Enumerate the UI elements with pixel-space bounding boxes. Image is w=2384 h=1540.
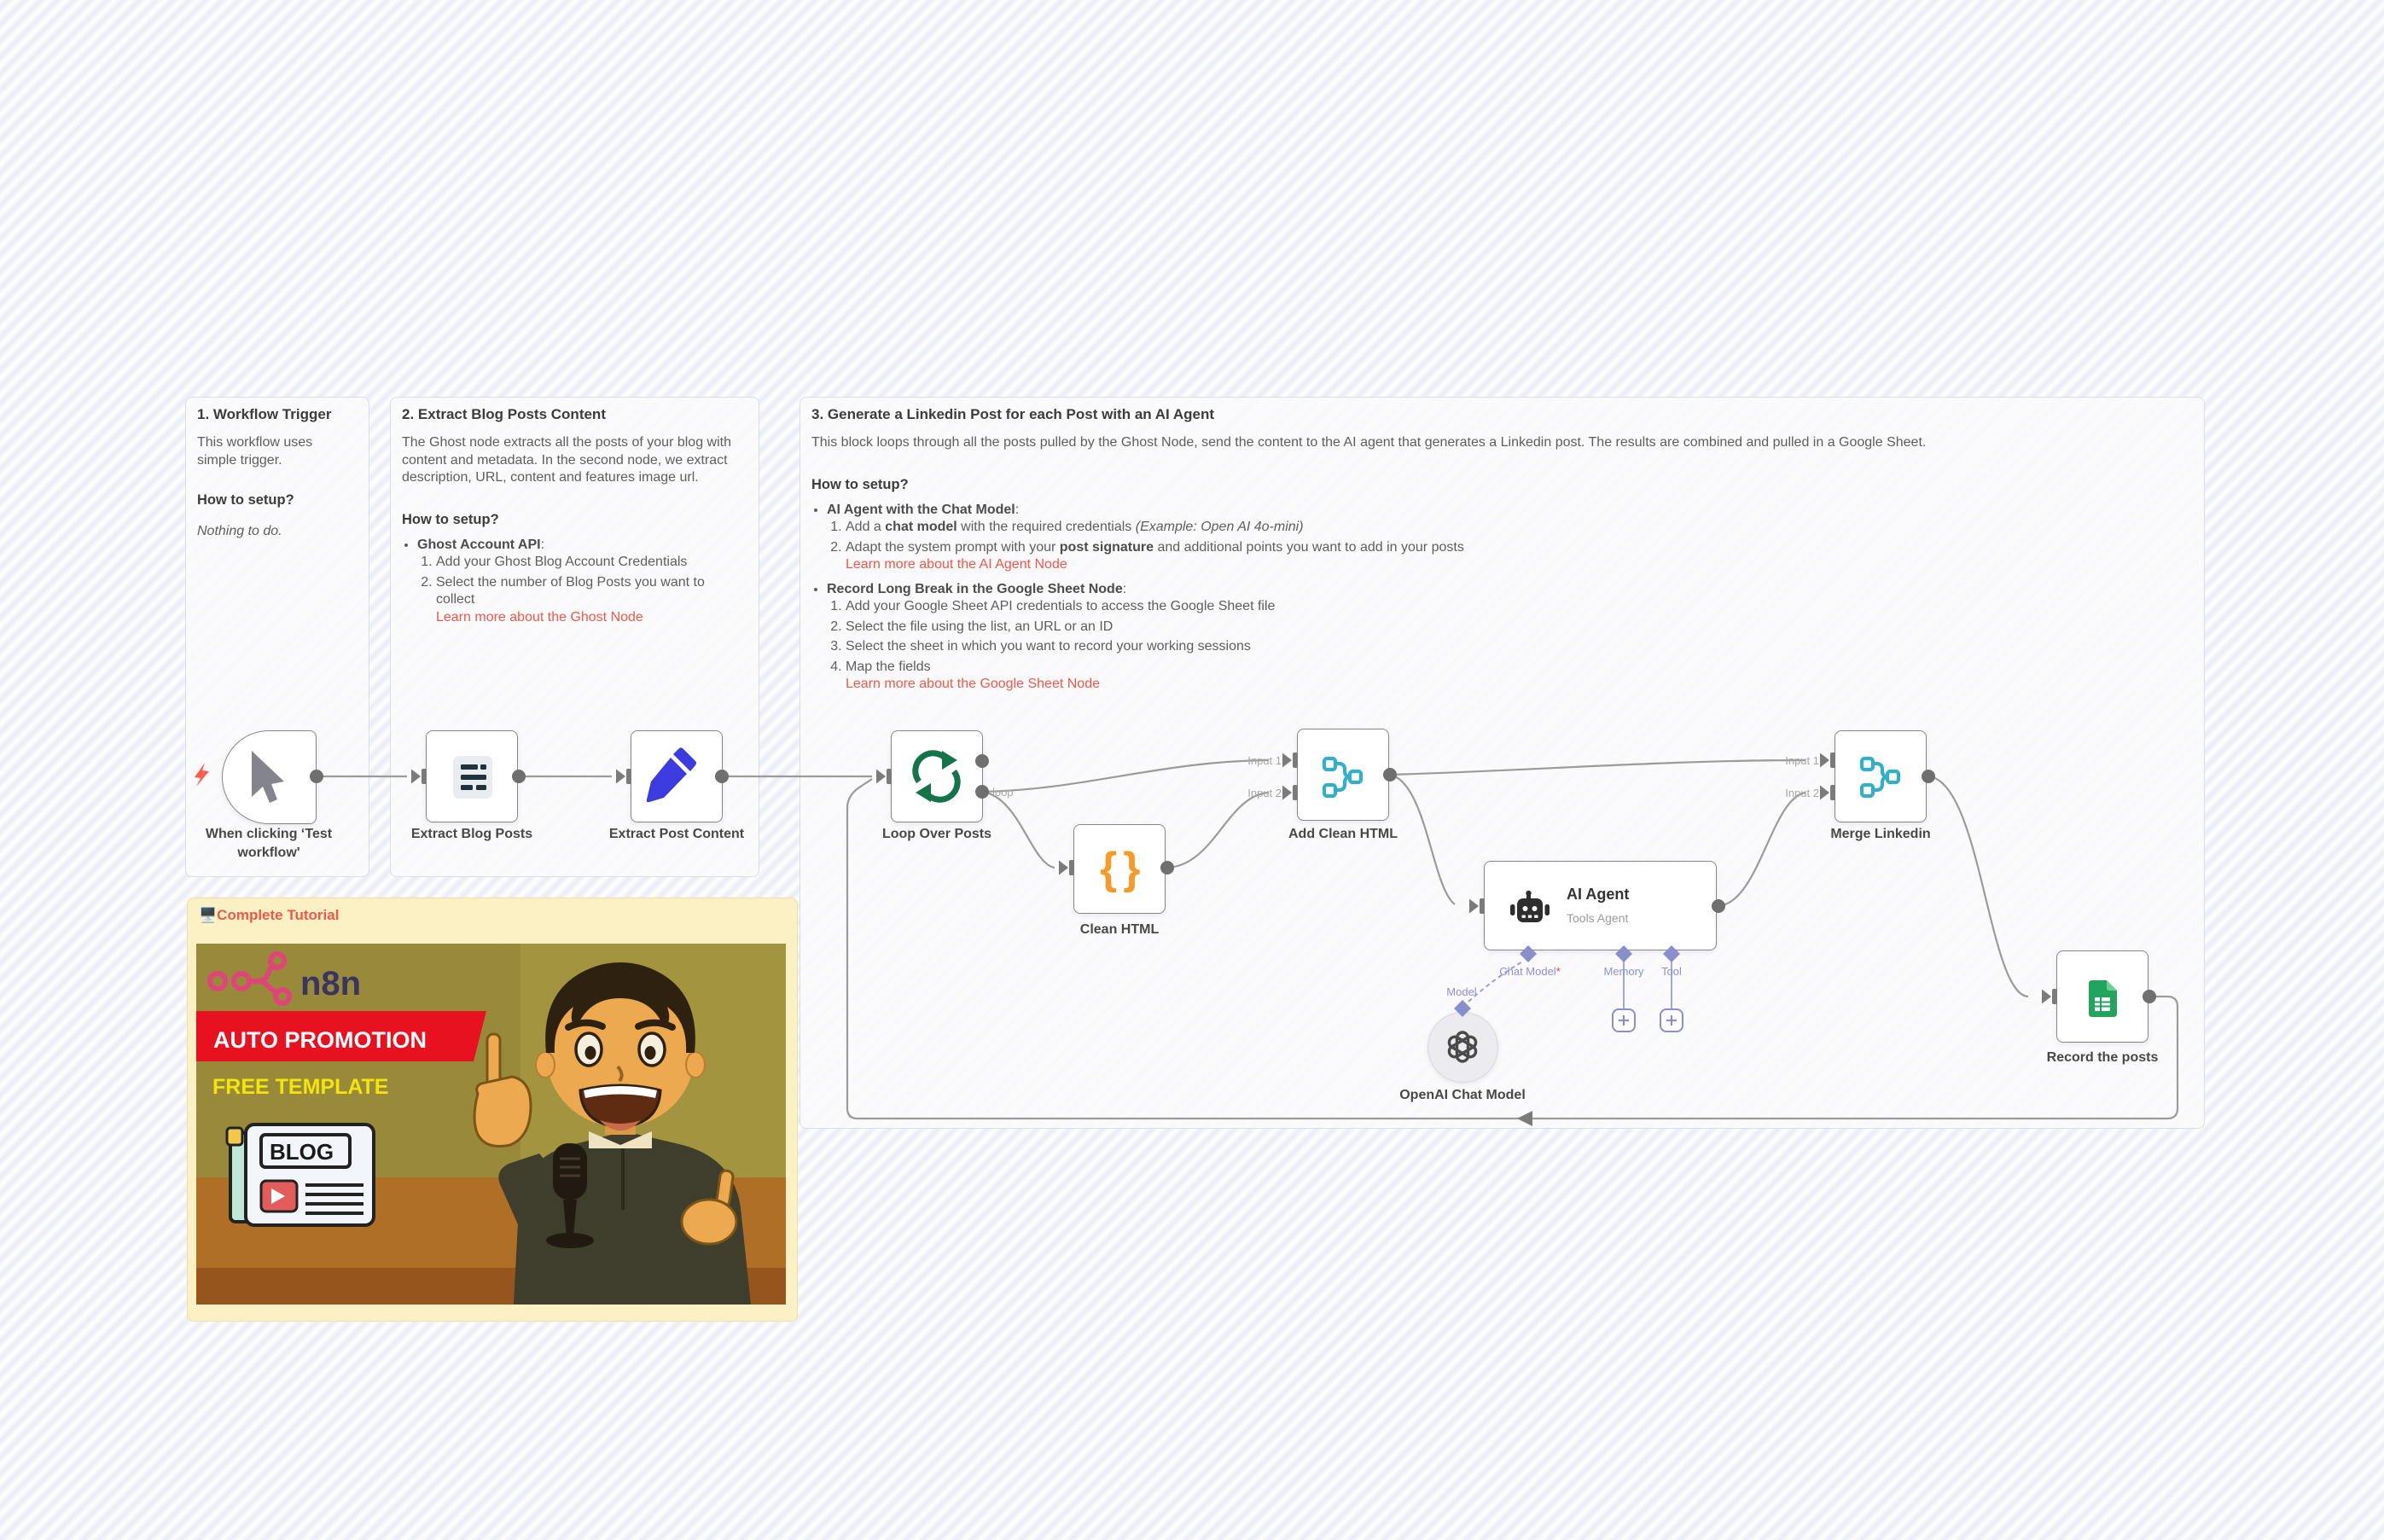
svg-text:Input 2: Input 2 — [1785, 787, 1819, 799]
svg-text:Input 1: Input 1 — [1247, 754, 1282, 767]
svg-text:Input 2: Input 2 — [1247, 787, 1282, 799]
svg-text:Input 1: Input 1 — [1785, 754, 1819, 767]
svg-text:Model: Model — [1446, 985, 1477, 998]
svg-text:Memory: Memory — [1604, 965, 1644, 978]
svg-text:Tool: Tool — [1661, 965, 1682, 978]
svg-text:n8n: n8n — [300, 965, 361, 1002]
svg-text:FREE TEMPLATE: FREE TEMPLATE — [212, 1075, 388, 1099]
svg-text:Chat Model*: Chat Model* — [1499, 965, 1561, 978]
svg-text:BLOG: BLOG — [270, 1139, 334, 1165]
svg-text:{}: {} — [1100, 844, 1146, 893]
svg-text:loop: loop — [992, 786, 1014, 799]
svg-text:AUTO PROMOTION: AUTO PROMOTION — [213, 1027, 427, 1053]
